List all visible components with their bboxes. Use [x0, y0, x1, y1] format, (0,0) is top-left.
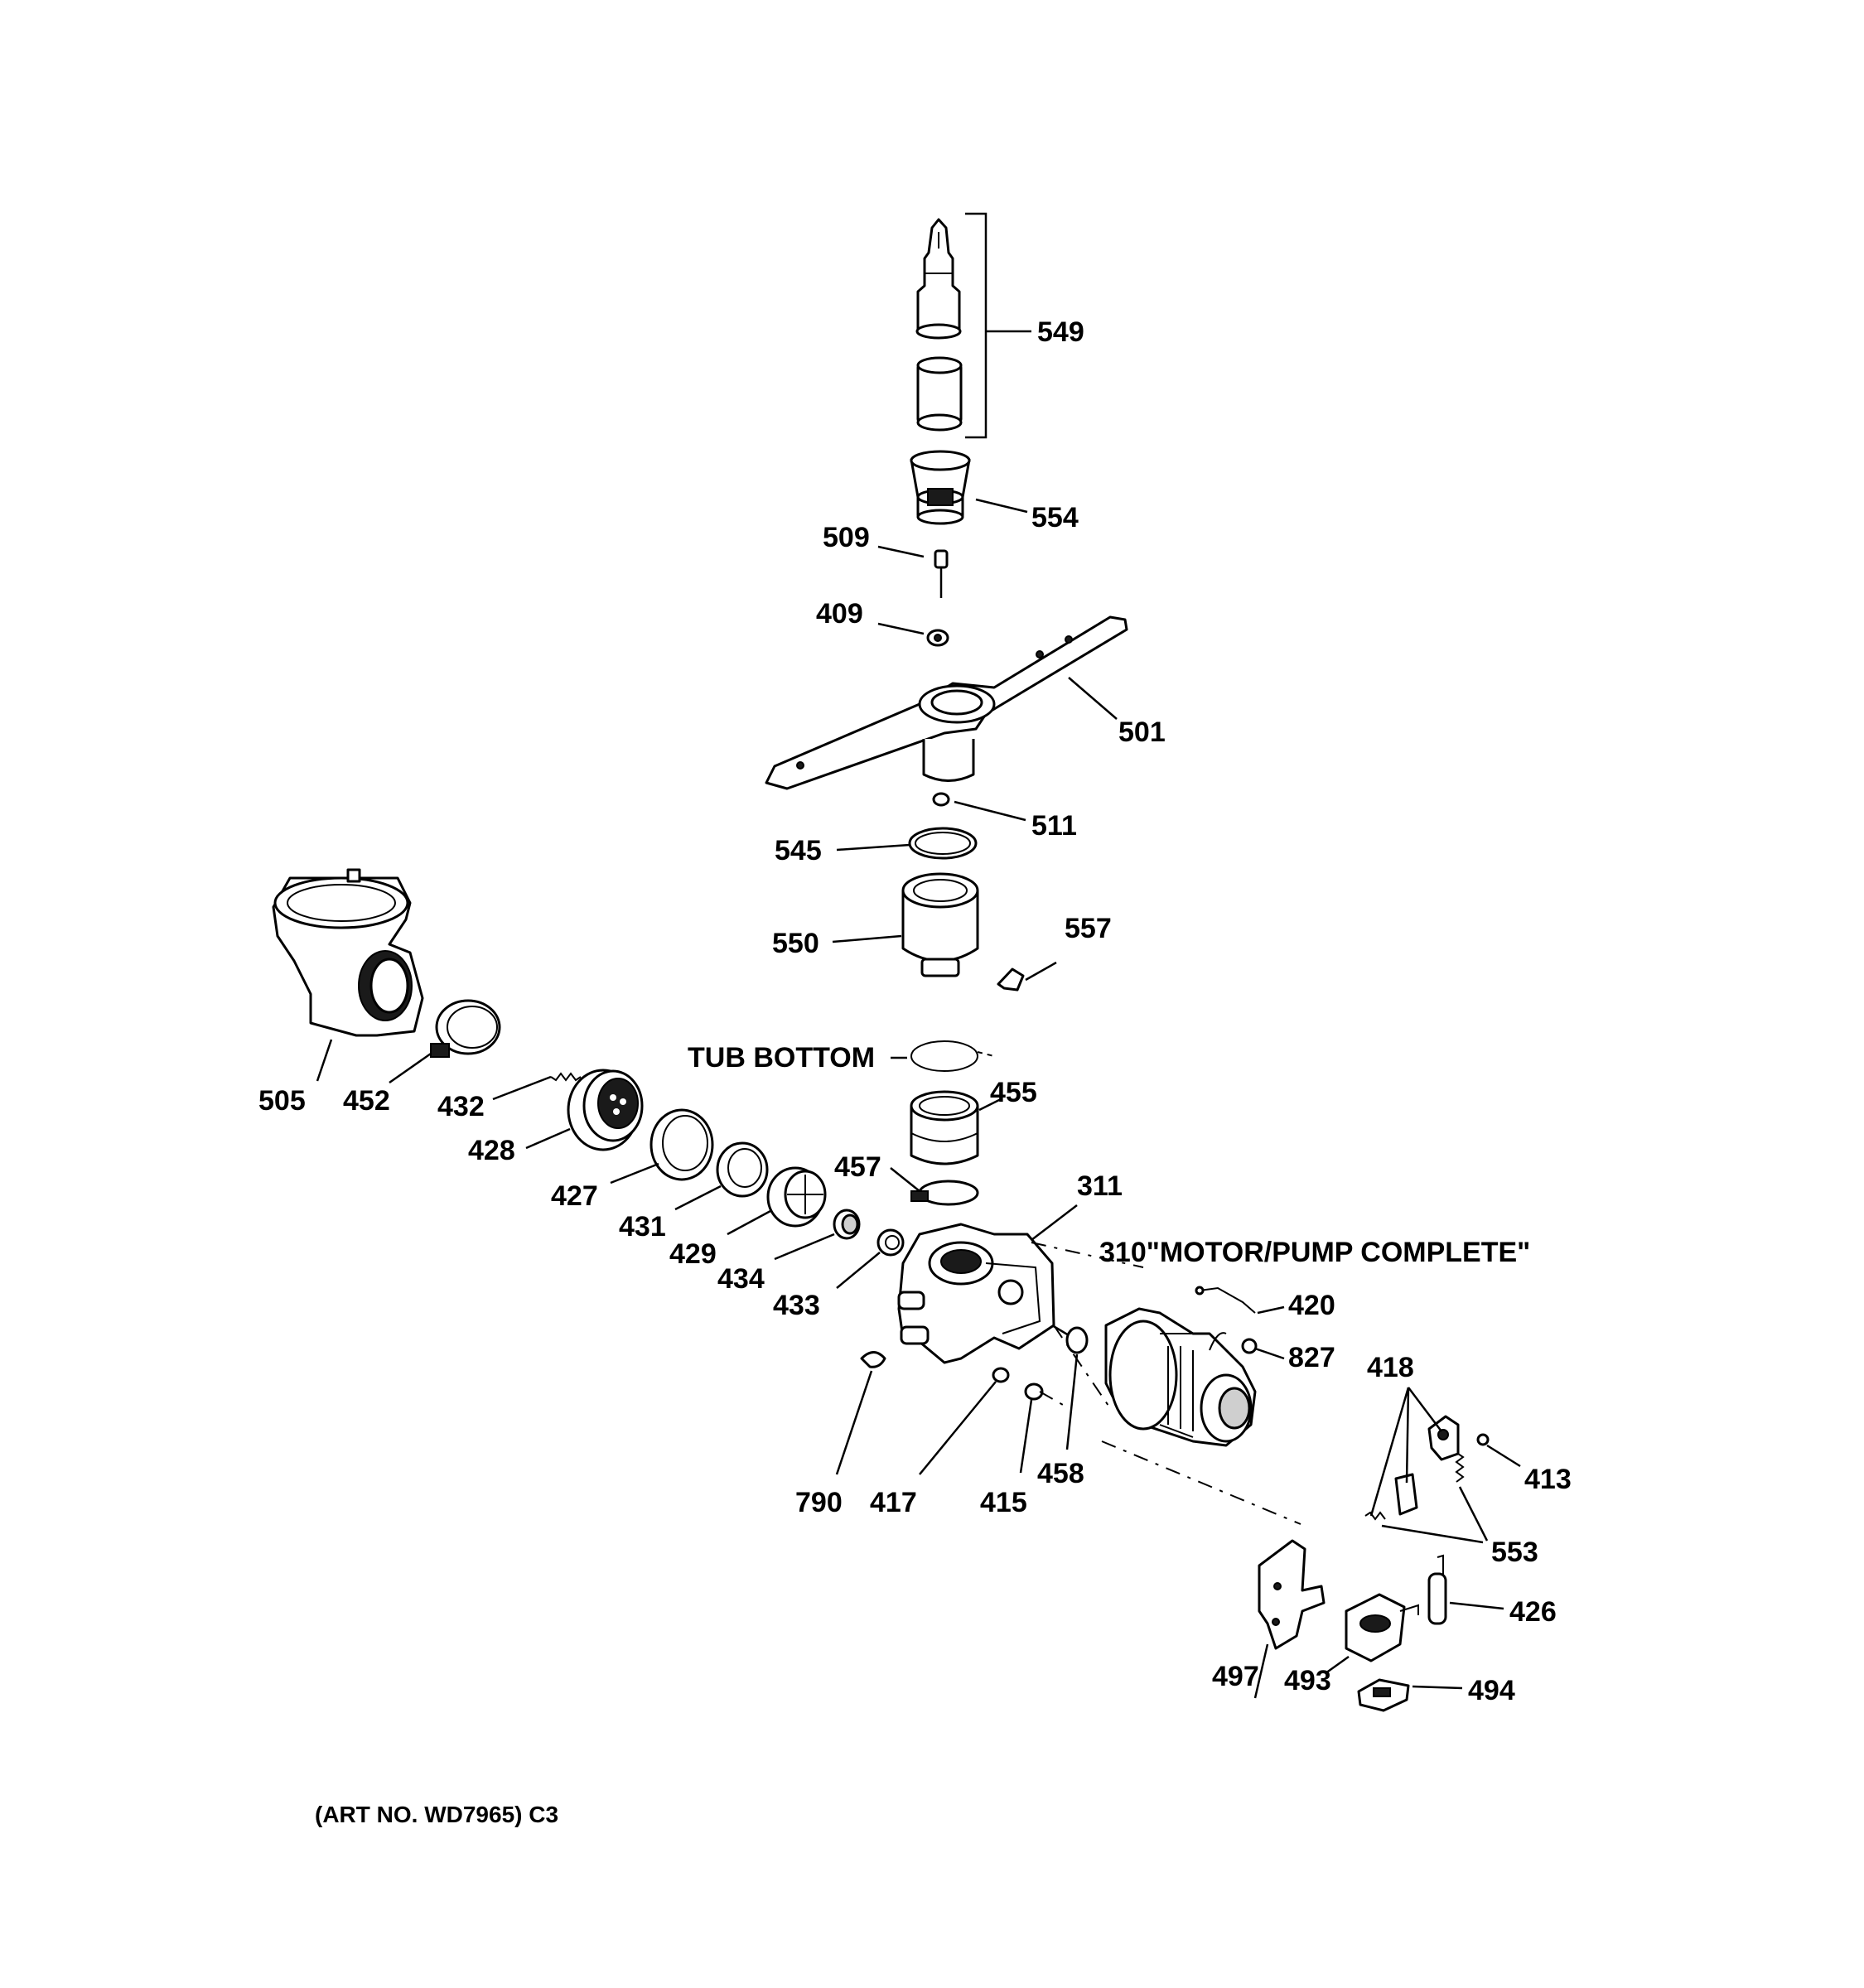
callout-557: 557: [1065, 913, 1112, 944]
callout-458: 458: [1037, 1458, 1084, 1489]
callout-550: 550: [772, 928, 819, 959]
callout-505: 505: [258, 1085, 306, 1117]
callout-420: 420: [1288, 1290, 1335, 1321]
callout-545: 545: [775, 835, 822, 866]
callout-827: 827: [1288, 1342, 1335, 1373]
part-497-bracket: [1258, 1539, 1326, 1650]
callout-434: 434: [717, 1263, 765, 1295]
part-427-ring: [650, 1108, 714, 1181]
callout-554: 554: [1031, 502, 1079, 533]
callout-509: 509: [823, 522, 870, 553]
part-428-chopper: [567, 1069, 644, 1151]
part-545-ring: [908, 827, 978, 860]
part-493-solenoid: [1345, 1593, 1419, 1662]
part-310-motor: [1031, 1242, 1301, 1525]
part-311-pump-housing: [897, 1223, 1111, 1409]
part-409-nut: [926, 629, 949, 647]
callout-433: 433: [773, 1290, 820, 1321]
part-501-spray-arm: [765, 615, 1128, 790]
part-557-clip: [997, 967, 1025, 992]
part-415-nut: [1024, 1382, 1070, 1409]
part-420-wire: [1195, 1286, 1256, 1314]
part-549-spray-tube: [915, 212, 988, 439]
part-553-spring: [1455, 1453, 1465, 1483]
part-452-clamp: [430, 999, 501, 1058]
callout-409: 409: [816, 598, 863, 630]
part-426-plunger: [1427, 1554, 1447, 1625]
part-790-clip: [860, 1351, 886, 1368]
motor-pump-label: 310"MOTOR/PUMP COMPLETE": [1099, 1237, 1530, 1268]
part-418-latch: [1364, 1415, 1460, 1521]
callout-429: 429: [669, 1238, 717, 1270]
part-509-screw: [934, 549, 949, 598]
callout-457: 457: [834, 1151, 881, 1183]
callout-417: 417: [870, 1487, 917, 1518]
callout-426: 426: [1509, 1596, 1557, 1628]
part-432-spring: [550, 1072, 582, 1082]
part-458-bolt: [1051, 1324, 1089, 1354]
part-429-impeller: [766, 1166, 827, 1228]
part-417-washer: [992, 1367, 1010, 1383]
callout-labels: 549 554 509 409 501 511 545 550 557 505 …: [258, 316, 1572, 1706]
callout-494: 494: [1468, 1675, 1515, 1706]
part-431-retainer: [716, 1141, 769, 1198]
art-number: (ART NO. WD7965) C3: [315, 1802, 558, 1827]
callout-549: 549: [1037, 316, 1084, 348]
callout-418: 418: [1367, 1352, 1414, 1383]
part-554-hub: [910, 450, 971, 525]
callout-413: 413: [1524, 1464, 1572, 1495]
part-455-seal: [910, 1090, 979, 1165]
part-434-cap: [833, 1209, 861, 1240]
part-413-clip: [1476, 1433, 1490, 1446]
callout-311: 311: [1077, 1170, 1123, 1202]
callout-455: 455: [990, 1077, 1037, 1108]
part-511-nut: [932, 792, 950, 807]
callout-428: 428: [468, 1135, 515, 1166]
part-505-sump: [272, 868, 424, 1037]
tub-bottom-label: TUB BOTTOM: [688, 1042, 875, 1074]
part-827-screw: [1241, 1338, 1258, 1354]
part-494-armature: [1357, 1678, 1410, 1712]
callout-427: 427: [551, 1180, 598, 1212]
callout-452: 452: [343, 1085, 390, 1117]
callout-493: 493: [1284, 1665, 1331, 1696]
part-457-clamp: [910, 1180, 979, 1206]
callout-415: 415: [980, 1487, 1027, 1518]
callout-511: 511: [1031, 810, 1077, 842]
callout-431: 431: [619, 1211, 666, 1242]
callout-432: 432: [437, 1091, 485, 1122]
part-433-seal: [876, 1228, 905, 1257]
leader-lines: [316, 330, 1521, 1699]
tub-bottom-ring: [910, 1040, 995, 1072]
part-550-housing: [901, 872, 979, 977]
callout-553: 553: [1491, 1537, 1538, 1568]
callout-497: 497: [1212, 1661, 1259, 1692]
callout-790: 790: [795, 1487, 843, 1518]
callout-501: 501: [1118, 717, 1166, 748]
